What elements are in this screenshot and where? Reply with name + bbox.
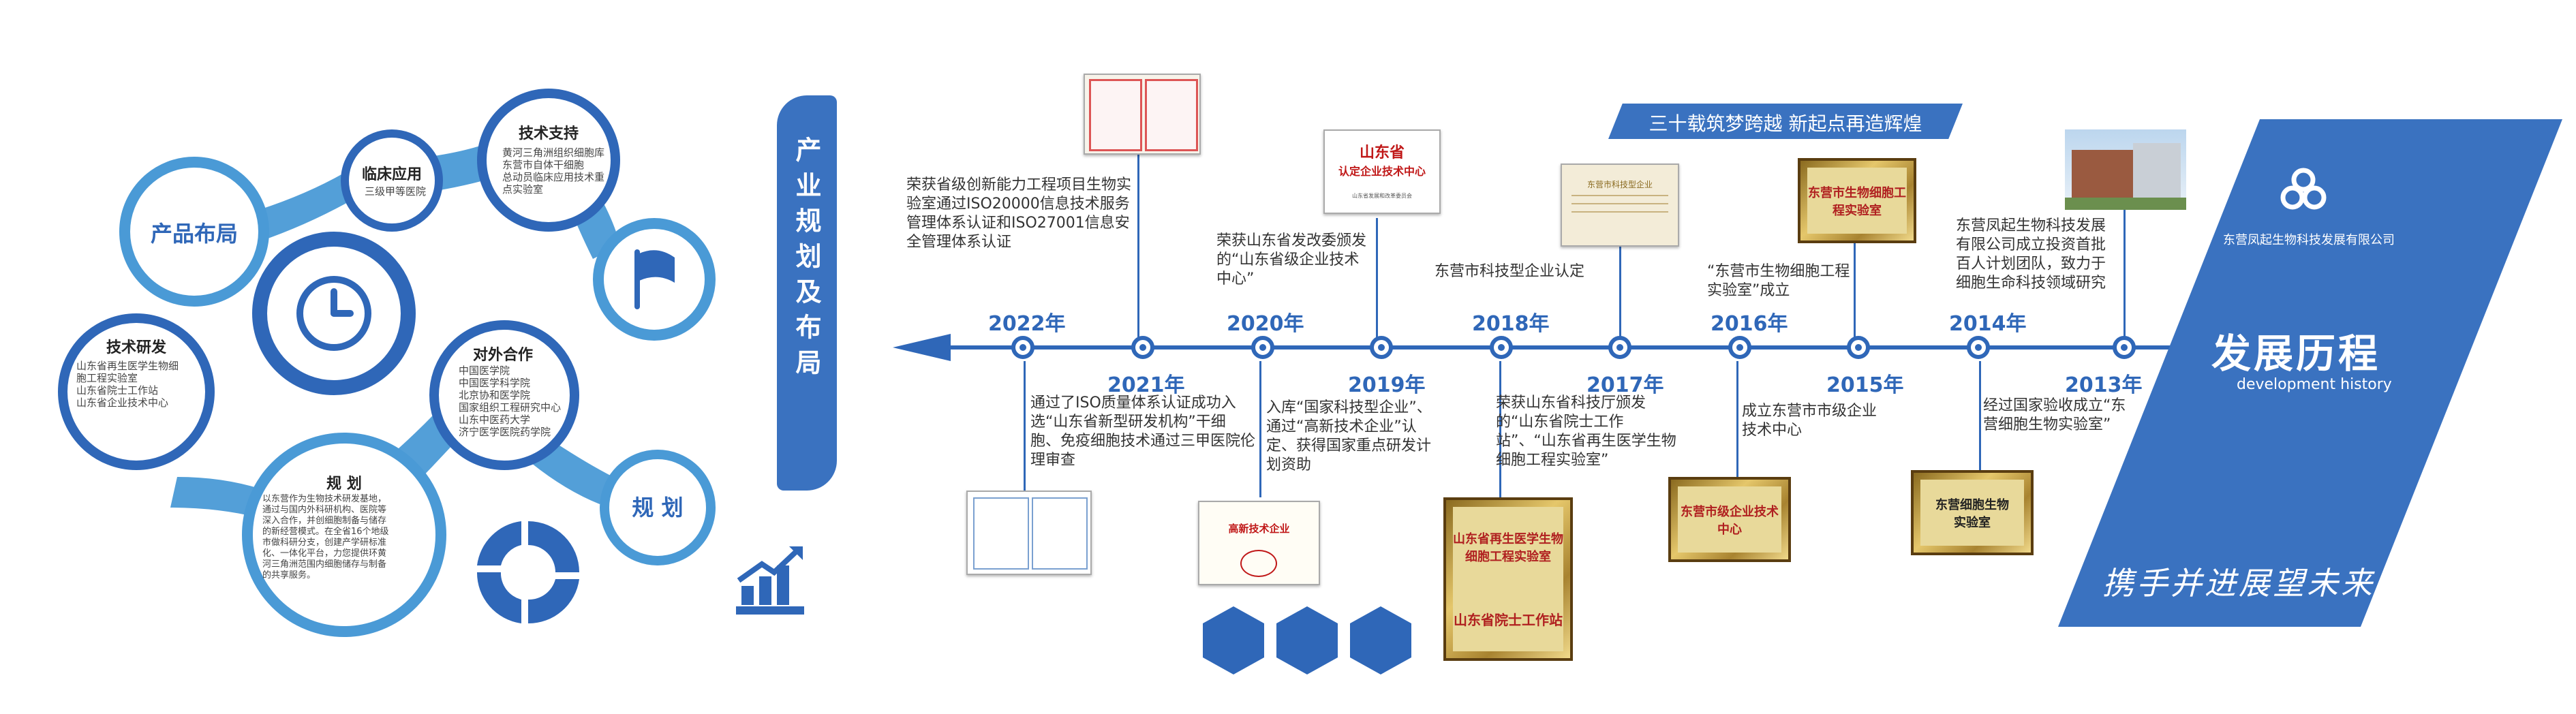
clock-icon [296,276,371,351]
timeline-dot-2019 [1370,336,1393,359]
clinical-title: 临床应用 [361,166,422,183]
company-name: 东营凤起生物科技发展有限公司 [2223,233,2395,247]
event-2017: 荣获山东省科技厅颁发的“山东省院士工作站”、“山东省再生医学生物细胞工程实验室” [1496,394,1676,469]
connector-2014 [2123,170,2126,337]
connector-2022 [1137,136,1139,337]
cert-enterprise-center-2020: 山东省 认定企业技术中心 山东省发展和改革委员会 [1323,129,1441,214]
connector-2021 [1024,361,1026,497]
connector-2020 [1376,218,1378,337]
year-2013: 2013年 [2065,373,2143,397]
year-2018: 2018年 [1472,312,1550,336]
year-2017: 2017年 [1586,373,1664,397]
event-2018: 东营市科技型企业认定 [1435,263,1585,280]
cert-academician-2017: 山东省再生医学生物细胞工程实验室 山东省院士工作站 [1443,497,1573,661]
timeline-dot-2017 [1608,336,1631,359]
cycle-icon [476,521,579,624]
timeline-dot-2018 [1490,336,1513,359]
building-photo-2014 [2065,129,2186,210]
growth-chart-icon [736,546,804,615]
event-2015: 成立东营市市级企业技术中心 [1742,403,1877,439]
connector-2019 [1259,361,1261,497]
slogan-banner [1608,104,1963,139]
planning-text: 以东营作为生物技术研发基地，通过与国内外科研机构、医院等 深入合作，并创细胞制备… [262,494,389,580]
tech-rd-text: 山东省再生医学生物细胞工程实验室 山东省院士工作站山东省企业技术中心 [76,360,179,409]
planning-label: 规 划 [632,495,684,521]
timeline-axis [893,334,2208,361]
clinical-text: 三级甲等医院 [364,185,426,198]
industry-planning-banner-text: 产业规划及布局 [791,136,821,384]
product-layout-label: 产品布局 [150,221,238,247]
industry-planning-banner [777,95,837,491]
cert-high-tech-2019: 高新技术企业 [1198,501,1320,585]
event-2014: 东营凤起生物科技发展有限公司成立投资首批百人计划团队，致力于细胞生命科技领域研究 [1956,217,2106,292]
timeline-dot-2016 [1728,336,1751,359]
connector-2013 [1979,361,1981,470]
year-2019: 2019年 [1348,373,1426,397]
year-2021: 2021年 [1107,373,1185,397]
history-subtitle: development history [2237,376,2392,393]
event-2013: 经过国家验收成立“东营细胞生物实验室” [1983,397,2126,433]
event-2020: 荣获山东省发改委颁发的“山东省级企业技术中心” [1216,232,1367,288]
timeline-dot-2013 [2113,336,2136,359]
event-2019: 入库“国家科技型企业”、通过“高新技术企业”认定、获得国家重点研发计划资助 [1266,399,1432,474]
year-2014: 2014年 [1949,312,2027,336]
cert-bio-lab-2016: 东营市生物细胞工程实验室 [1798,158,1916,243]
event-2022: 荣获省级创新能力工程项目生物实验室通过ISO20000信息技术服务管理体系认证和… [906,176,1132,251]
connector-2015 [1736,361,1738,477]
connector-2018 [1619,211,1621,337]
cert-iso-2022 [1084,74,1201,155]
tech-support-text: 黄河三角洲组织细胞库东营市自体干细胞 总动员临床应用技术重点实验室 [502,146,605,196]
planning-node [242,433,446,637]
tech-rd-title: 技术研发 [106,339,166,356]
cooperation-title: 对外合作 [472,347,533,364]
timeline-dot-2021 [1131,336,1154,359]
cooperation-text: 中国医学院中国医学科学院 北京协和医学院国家组织工程研究中心 山东中医药大学济宁… [459,364,562,438]
company-logo-icon [2280,168,2327,210]
calligraphy-slogan: 携手并进展望未来 [2102,565,2375,602]
cert-iso-2021 [966,491,1092,575]
hexagon-decoration [1203,606,1411,674]
cert-tech-enterprise-2018: 东营市科技型企业 [1561,164,1679,247]
timeline-dot-2015 [1847,336,1870,359]
connector-2016 [1854,204,1856,337]
flag-icon [634,249,675,309]
tech-support-title: 技术支持 [518,125,579,142]
cert-tech-center-2015: 东营市级企业技术中心 [1668,477,1791,562]
event-2021: 通过了ISO质量体系认证成功入选“山东省新型研发机构”干细胞、免疫细胞技术通过三… [1030,394,1256,469]
year-2020: 2020年 [1227,312,1304,336]
year-2016: 2016年 [1711,312,1788,336]
slogan-banner-text: 三十载筑梦跨越 新起点再造辉煌 [1649,112,1922,135]
timeline-dot-2022 [1011,336,1034,359]
year-2015: 2015年 [1826,373,1904,397]
timeline-dot-2014 [1967,336,1990,359]
event-2016: “东营市生物细胞工程实验室”成立 [1707,263,1850,299]
timeline-dot-2020 [1251,336,1274,359]
history-title: 发展历程 [2211,330,2381,377]
planning-title: 规 划 [326,476,362,493]
cert-cell-lab-2013: 东营细胞生物 实验室 [1911,470,2034,555]
connector-2017 [1499,361,1501,497]
year-2022: 2022年 [988,312,1066,336]
